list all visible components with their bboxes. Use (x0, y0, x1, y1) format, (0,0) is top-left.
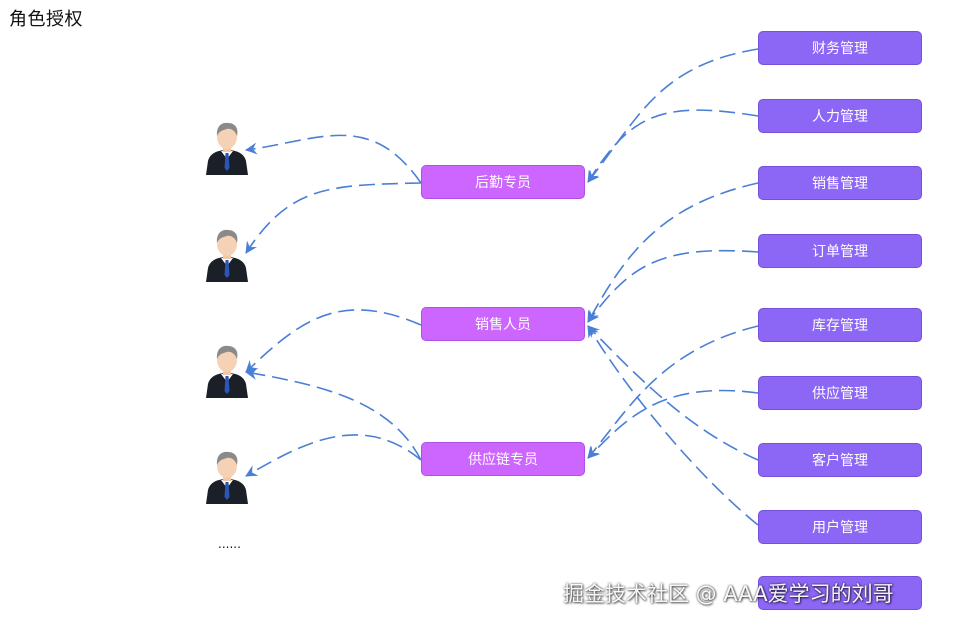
page-title: 角色授权 (9, 9, 83, 30)
edge-supply-to-user4 (245, 434, 422, 477)
perm-extra (758, 576, 922, 610)
edge-logistics-to-user2 (245, 182, 422, 254)
role-supply-chain-specialist: 供应链专员 (421, 442, 585, 476)
perm-sales: 销售管理 (758, 166, 922, 200)
perm-orders: 订单管理 (758, 234, 922, 268)
edge-customer-to-salesrep (587, 325, 759, 461)
edge-supplier-to-supply (587, 389, 759, 459)
edge-user-to-salesrep (587, 325, 759, 526)
edge-order-to-salesrep (587, 249, 759, 323)
role-sales-staff: 销售人员 (421, 307, 585, 341)
businessman-avatar-icon (206, 345, 248, 398)
watermark: 掘金技术社区 @ AAA爱学习的刘哥 (563, 582, 894, 606)
perm-finance: 财务管理 (758, 31, 922, 65)
perm-supply: 供应管理 (758, 376, 922, 410)
role-logistics-specialist: 后勤专员 (421, 165, 585, 199)
perm-customers: 客户管理 (758, 443, 922, 477)
businessman-avatar-icon (206, 229, 248, 282)
edge-finance-to-logistics (587, 48, 759, 183)
edge-inventory-to-supply (587, 325, 759, 459)
user-3 (204, 342, 250, 398)
more-users-ellipsis: ...... (218, 537, 241, 551)
edge-sales-to-salesrep (587, 182, 759, 323)
edge-hr-to-logistics (587, 109, 759, 183)
perm-users: 用户管理 (758, 510, 922, 544)
businessman-avatar-icon (206, 122, 248, 175)
user-2 (204, 226, 250, 282)
businessman-avatar-icon (206, 451, 248, 504)
perm-inventory: 库存管理 (758, 308, 922, 342)
user-4 (204, 448, 250, 504)
edge-logistics-to-user1 (245, 134, 422, 184)
edge-supply-to-user3 (245, 367, 422, 461)
user-1 (204, 119, 250, 175)
edge-salesrep-to-user3 (245, 309, 422, 373)
perm-hr: 人力管理 (758, 99, 922, 133)
